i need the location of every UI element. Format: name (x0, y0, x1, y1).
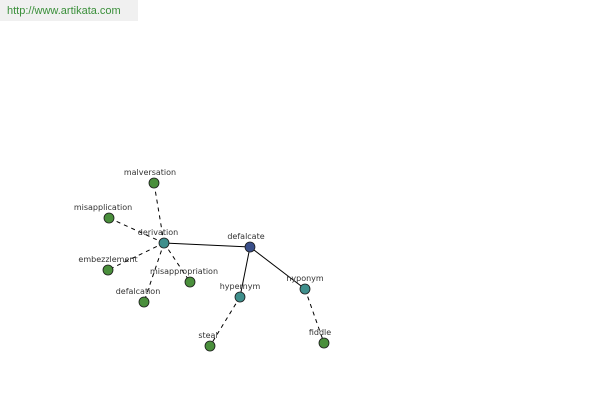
edge-hypernym-steal (209, 296, 241, 347)
node-label-hyponym: hyponym (286, 274, 324, 283)
node-label-defalcation: defalcation (116, 287, 161, 296)
node-fiddle[interactable]: fiddle (309, 328, 331, 349)
edge-derivation-misappropriation (163, 242, 191, 283)
edge-derivation-malversation (153, 182, 165, 244)
node-derivation[interactable]: derivation (138, 228, 178, 249)
node-label-embezzlement: embezzlement (78, 255, 137, 264)
node-circle-hypernym[interactable] (234, 291, 246, 303)
node-circle-defalcate[interactable] (244, 241, 256, 253)
node-label-derivation: derivation (138, 228, 178, 237)
node-circle-fiddle[interactable] (318, 337, 330, 349)
node-label-defalcate: defalcate (227, 232, 264, 241)
node-circle-misappropriation[interactable] (184, 276, 196, 288)
node-defalcation[interactable]: defalcation (116, 287, 161, 308)
node-label-fiddle: fiddle (309, 328, 331, 337)
node-steal[interactable]: steal (198, 331, 218, 352)
edge-hyponym-fiddle (304, 288, 325, 344)
node-circle-steal[interactable] (204, 340, 216, 352)
edge-defalcate-hyponym (249, 246, 306, 290)
node-label-steal: steal (198, 331, 217, 340)
node-misapplication[interactable]: misapplication (74, 203, 132, 224)
node-label-hypernym: hypernym (220, 282, 261, 291)
node-malversation[interactable]: malversation (124, 168, 176, 189)
edge-derivation-misapplication (108, 217, 165, 244)
node-circle-hyponym[interactable] (299, 283, 311, 295)
node-label-misappropriation: misappropriation (150, 267, 218, 276)
node-circle-misapplication[interactable] (103, 212, 115, 224)
node-label-malversation: malversation (124, 168, 176, 177)
nodes-layer: defalcate derivation hypernym hyponym malver… (74, 168, 331, 352)
edge-derivation-defalcation (143, 242, 165, 303)
node-hyponym[interactable]: hyponym (286, 274, 324, 295)
node-misappropriation[interactable]: misappropriation (150, 267, 218, 288)
node-hypernym[interactable]: hypernym (220, 282, 261, 303)
node-circle-defalcation[interactable] (138, 296, 150, 308)
node-label-misapplication: misapplication (74, 203, 132, 212)
edge-derivation-embezzlement (107, 242, 165, 271)
edge-defalcate-hypernym (239, 246, 251, 298)
edge-defalcate-derivation (163, 242, 251, 248)
source-url-banner[interactable]: http://www.artikata.com (0, 0, 138, 21)
node-defalcate[interactable]: defalcate (227, 232, 265, 253)
node-circle-derivation[interactable] (158, 237, 170, 249)
node-embezzlement[interactable]: embezzlement (78, 255, 138, 276)
node-circle-embezzlement[interactable] (102, 264, 114, 276)
node-circle-malversation[interactable] (148, 177, 160, 189)
edges-layer (107, 182, 325, 347)
